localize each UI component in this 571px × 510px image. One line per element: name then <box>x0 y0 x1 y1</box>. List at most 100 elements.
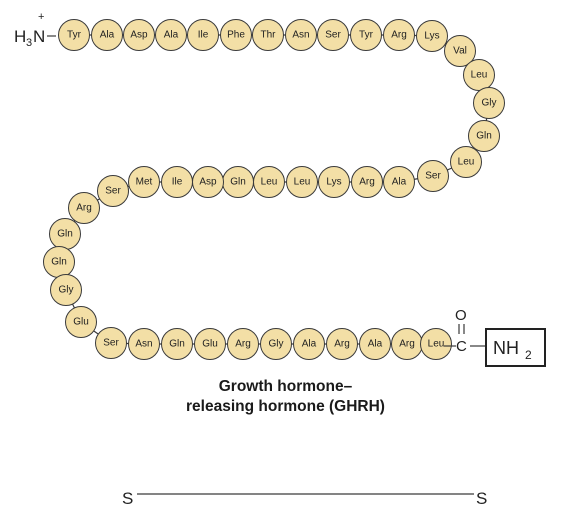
caption-line-1: Growth hormone– <box>218 378 353 395</box>
caption-line-2: releasing hormone (GHRH) <box>186 398 385 415</box>
amide-box <box>485 328 546 367</box>
residue-8: Asn <box>285 19 317 51</box>
residue-15: Gly <box>473 87 505 119</box>
residue-circle <box>50 274 82 306</box>
residue-circle <box>95 327 127 359</box>
residue-label: Asn <box>135 339 152 350</box>
residue-circle <box>128 328 160 360</box>
residue-circle <box>318 166 350 198</box>
residue-label: Gln <box>51 257 67 268</box>
residue-circle <box>260 328 292 360</box>
residue-37: Glu <box>194 328 226 360</box>
residue-label: Ser <box>325 30 341 41</box>
residue-circle <box>450 146 482 178</box>
residue-circle <box>91 19 123 51</box>
residue-label: Gln <box>57 229 73 240</box>
residue-circle <box>417 160 449 192</box>
residue-14: Leu <box>463 59 495 91</box>
residue-3: Asp <box>123 19 155 51</box>
residue-38: Arg <box>227 328 259 360</box>
residue-17: Leu <box>450 146 482 178</box>
residue-label: Asp <box>130 30 148 41</box>
residue-4: Ala <box>155 19 187 51</box>
residue-circle <box>68 192 100 224</box>
residue-label: Met <box>136 177 153 188</box>
residue-36: Gln <box>161 328 193 360</box>
residue-label: Tyr <box>359 30 374 41</box>
carbonyl-oxygen: O <box>455 307 467 324</box>
residue-circle <box>293 328 325 360</box>
residue-20: Arg <box>351 166 383 198</box>
residue-label: Ala <box>368 339 383 350</box>
residue-label: Arg <box>76 203 92 214</box>
residue-circle <box>161 166 193 198</box>
sulfur-right: S <box>476 489 487 508</box>
residue-circle <box>444 35 476 67</box>
residue-label: Asn <box>292 30 309 41</box>
residue-label: Asp <box>199 177 217 188</box>
residue-label: Gly <box>59 285 74 296</box>
residue-label: Ser <box>105 186 121 197</box>
residue-30: Gln <box>49 218 81 250</box>
residue-19: Ala <box>383 166 415 198</box>
residue-label: Leu <box>471 70 488 81</box>
residue-10: Tyr <box>350 19 382 51</box>
residue-27: Met <box>128 166 160 198</box>
residue-circle <box>317 19 349 51</box>
residue-label: Gln <box>230 177 246 188</box>
residue-label: Arg <box>399 339 415 350</box>
residue-39: Gly <box>260 328 292 360</box>
residue-label: Ala <box>164 30 179 41</box>
c-terminus-carbon: C <box>456 338 467 355</box>
residue-24: Gln <box>222 166 254 198</box>
residue-40: Ala <box>293 328 325 360</box>
residue-circle <box>65 306 97 338</box>
residue-circle <box>128 166 160 198</box>
residue-label: Arg <box>235 339 251 350</box>
residue-label: Leu <box>261 177 278 188</box>
residue-2: Ala <box>91 19 123 51</box>
residue-label: Gly <box>482 98 497 109</box>
n-terminus-sub: 3 <box>26 37 32 49</box>
residue-41: Arg <box>326 328 358 360</box>
residue-31: Gln <box>43 246 75 278</box>
residue-23: Leu <box>253 166 285 198</box>
residue-21: Lys <box>318 166 350 198</box>
residue-circle <box>351 166 383 198</box>
residue-circle <box>97 175 129 207</box>
residue-label: Tyr <box>67 30 82 41</box>
residue-1: Tyr <box>58 19 90 51</box>
residue-circle <box>285 19 317 51</box>
residue-42: Ala <box>359 328 391 360</box>
residue-circle <box>187 19 219 51</box>
residue-label: Glu <box>73 317 89 328</box>
residue-5: Ile <box>187 19 219 51</box>
residue-29: Arg <box>68 192 100 224</box>
residue-circle <box>326 328 358 360</box>
residue-6: Phe <box>220 19 252 51</box>
residue-circle <box>463 59 495 91</box>
residue-label: Arg <box>359 177 375 188</box>
residue-label: Gln <box>169 339 185 350</box>
residue-12: Lys <box>416 20 448 52</box>
n-terminus-charge: + <box>38 11 44 23</box>
residue-label: Leu <box>294 177 311 188</box>
residue-11: Arg <box>383 19 415 51</box>
residue-label: Arg <box>334 339 350 350</box>
residue-circle <box>194 328 226 360</box>
residue-label: Leu <box>458 157 475 168</box>
residue-label: Thr <box>261 30 277 41</box>
residue-circle <box>286 166 318 198</box>
residue-label: Ala <box>100 30 115 41</box>
residue-circle <box>359 328 391 360</box>
residue-circle <box>416 20 448 52</box>
residue-7: Thr <box>252 19 284 51</box>
residue-circle <box>350 19 382 51</box>
residue-label: Ile <box>172 177 183 188</box>
residue-label: Arg <box>391 30 407 41</box>
residue-label: Val <box>453 46 467 57</box>
residue-label: Ile <box>198 30 209 41</box>
residue-circle <box>383 166 415 198</box>
